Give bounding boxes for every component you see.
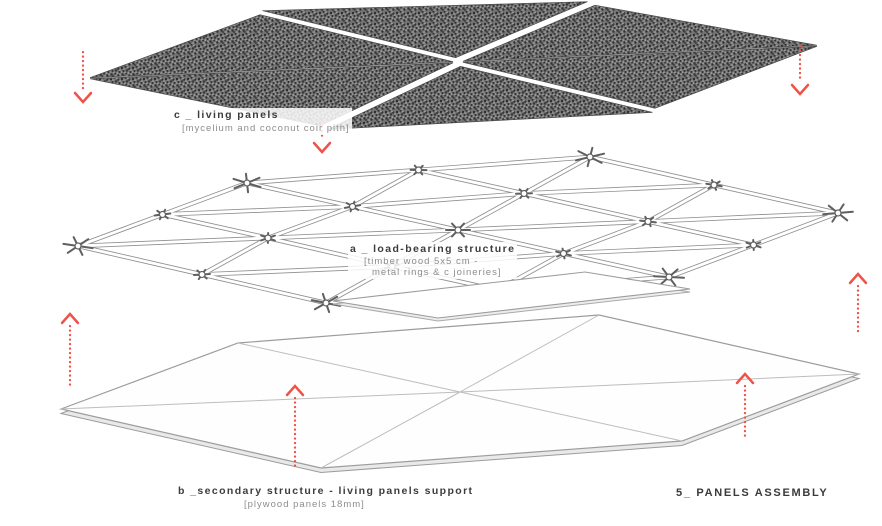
label-secondary-structure: b _secondary structure - living panels s… (176, 484, 476, 511)
assembly-arrow-up (60, 312, 80, 388)
truss-member-core (200, 273, 328, 305)
assembly-arrow-up (285, 384, 305, 468)
truss-member-core (76, 236, 270, 248)
arrow-up-chevron (848, 272, 868, 285)
living-panels-layer (89, 1, 818, 130)
label-load-bearing-structure-title: a _ load-bearing structure (350, 243, 516, 255)
assembly-arrow-down (73, 50, 93, 104)
arrow-down-chevron (73, 91, 93, 104)
living-panel-segment (462, 45, 818, 109)
truss-member-core (456, 228, 565, 255)
truss-member-core (522, 155, 592, 195)
truss-member-core (351, 192, 526, 208)
metal-ring (198, 270, 206, 279)
living-panel-segment (262, 1, 588, 59)
metal-ring (264, 234, 272, 242)
arrow-up-chevron (60, 312, 80, 325)
label-secondary-structure-title: b _secondary structure - living panels s… (178, 485, 474, 497)
truss-member-core (522, 192, 650, 223)
arrow-up-chevron (735, 372, 755, 385)
label-load-bearing-structure-subtitle-1: [timber wood 5x5 cm - (364, 256, 479, 267)
living-panel-segment (89, 62, 454, 127)
truss-member-core (351, 205, 460, 232)
metal-ring (158, 210, 167, 219)
metal-ring (559, 249, 568, 258)
truss-member-core (562, 243, 755, 255)
label-secondary-structure-subtitle: [plywood panels 18mm] (244, 499, 365, 510)
truss-member-core (161, 181, 249, 216)
label-living-panels: c _ living panels [mycelium and coconut … (172, 108, 352, 135)
plate-seam (459, 314, 600, 393)
arrow-up-chevron (285, 384, 305, 397)
truss-member-core (456, 220, 650, 232)
truss-member-core (752, 211, 840, 247)
metal-ring (414, 166, 423, 174)
truss-member-core (456, 192, 526, 232)
living-panel-segment (327, 66, 653, 130)
plate-seam (459, 391, 683, 442)
truss-member-core (588, 155, 716, 187)
assembly-arrow-up (848, 272, 868, 336)
truss-member-core (667, 243, 755, 279)
assembly-arrow-down (790, 44, 810, 96)
metal-ring (322, 299, 330, 307)
arrow-down-chevron (312, 141, 332, 154)
truss-member-core (562, 252, 671, 279)
plate-seam (320, 391, 461, 469)
truss-member-core (712, 183, 840, 215)
metal-ring (710, 181, 718, 189)
assembly-arrow-up (735, 372, 755, 442)
plate-seam (60, 391, 461, 410)
label-living-panels-subtitle: [mycelium and coconut coir pith] (182, 123, 350, 134)
truss-member-core (562, 220, 650, 255)
truss-member-core (200, 236, 270, 276)
floating-plywood-panel (332, 271, 691, 322)
plate-seam (459, 373, 860, 393)
metal-ring (665, 273, 673, 281)
truss-member-core (245, 168, 420, 185)
truss-member-core (161, 205, 354, 216)
metal-ring (749, 241, 758, 249)
label-living-panels-title: c _ living panels (174, 109, 279, 121)
metal-ring (520, 189, 528, 198)
assembly-direction-arrows (60, 44, 868, 468)
truss-member-core (76, 244, 204, 276)
secondary-structure-layer (58, 314, 862, 474)
arrow-down-chevron (790, 83, 810, 96)
truss-member-core (522, 183, 716, 195)
figure-title: 5_ PANELS ASSEMBLY (676, 487, 829, 499)
label-load-bearing-structure-subtitle-2: metal rings & c joineries] (372, 267, 502, 278)
metal-ring (348, 202, 357, 211)
truss-member-core (646, 220, 755, 247)
metal-ring (644, 217, 652, 226)
metal-ring (454, 226, 462, 234)
truss-member-core (351, 168, 420, 208)
truss-member-core (646, 211, 840, 223)
plywood-panel-top (332, 271, 691, 319)
truss-member-core (266, 205, 354, 240)
metal-ring (243, 179, 251, 187)
living-panel-segment (89, 14, 454, 79)
truss-member-core (417, 168, 526, 195)
truss-member-core (646, 183, 716, 223)
living-panel-segment (462, 4, 818, 62)
truss-member-core (76, 213, 164, 248)
metal-ring (74, 242, 82, 250)
plate-seam (237, 342, 461, 393)
truss-member-core (161, 213, 270, 240)
label-load-bearing-structure: a _ load-bearing structure [timber wood … (348, 242, 518, 279)
truss-member-core (266, 228, 460, 240)
truss-member-core (245, 181, 354, 208)
metal-ring (586, 153, 594, 161)
metal-ring (834, 209, 842, 217)
truss-member-core (417, 155, 592, 172)
